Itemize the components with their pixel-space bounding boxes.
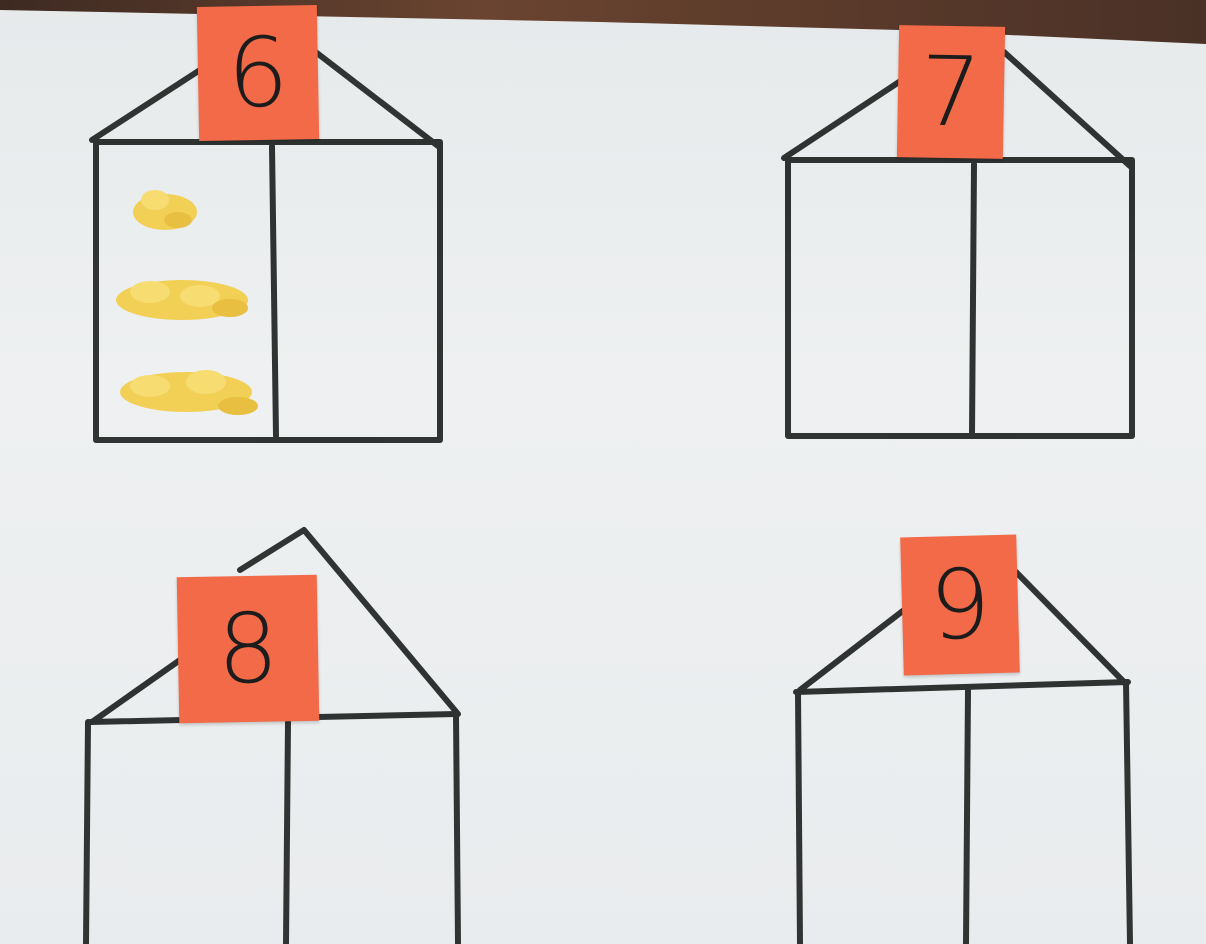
pasta-pieces bbox=[116, 190, 258, 415]
pasta-piece bbox=[133, 190, 197, 230]
house-number-9: 9 bbox=[928, 556, 992, 654]
sticky-note-6: 6 bbox=[197, 5, 319, 141]
house-number-6: 6 bbox=[227, 24, 290, 121]
pasta-piece bbox=[116, 280, 248, 320]
house-number-8: 8 bbox=[217, 600, 280, 697]
sticky-note-8: 8 bbox=[177, 575, 320, 723]
house-number-7: 7 bbox=[920, 43, 983, 140]
sticky-note-7: 7 bbox=[897, 25, 1005, 159]
pasta-piece bbox=[120, 370, 258, 415]
sticky-note-9: 9 bbox=[900, 535, 1020, 676]
